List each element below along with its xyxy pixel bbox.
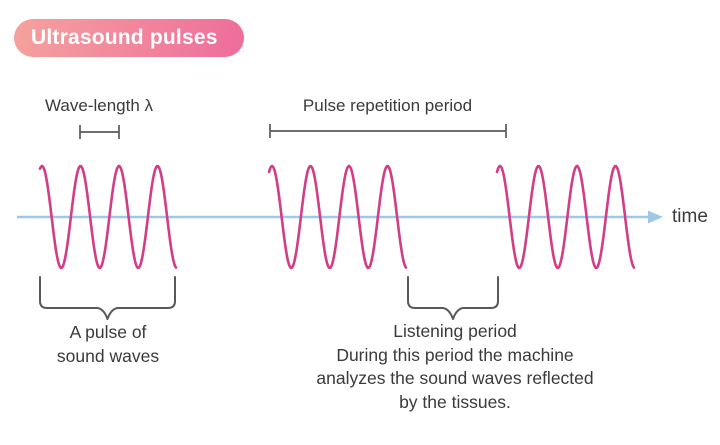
time-axis-label: time [672, 206, 708, 227]
under-brace [407, 276, 499, 320]
pulse-wave-train [495, 164, 636, 270]
listening-caption-line: During this period the machine [336, 344, 574, 365]
title-badge: Ultrasound pulses [14, 19, 244, 57]
title-badge-label: Ultrasound pulses [31, 26, 218, 49]
listening-caption-line: analyzes the sound waves reflected [316, 368, 594, 388]
under-brace [39, 276, 176, 320]
wavelength-label: Wave-length λ [44, 96, 154, 115]
listening-caption: Listening period During this period the … [275, 320, 635, 414]
pulse-repetition-period-label: Pulse repetition period [302, 96, 473, 115]
listening-caption-line: Listening period [393, 321, 517, 341]
pulse-caption-line: sound waves [56, 346, 160, 366]
listening-caption-line: by the tissues. [399, 391, 511, 412]
pulse-caption: A pulse of sound waves [28, 320, 188, 368]
time-axis-arrowhead-icon [648, 210, 663, 224]
pulse-wave-train [267, 164, 408, 270]
pulse-wave-train [38, 164, 178, 270]
pulse-caption-line: A pulse of [69, 322, 147, 342]
